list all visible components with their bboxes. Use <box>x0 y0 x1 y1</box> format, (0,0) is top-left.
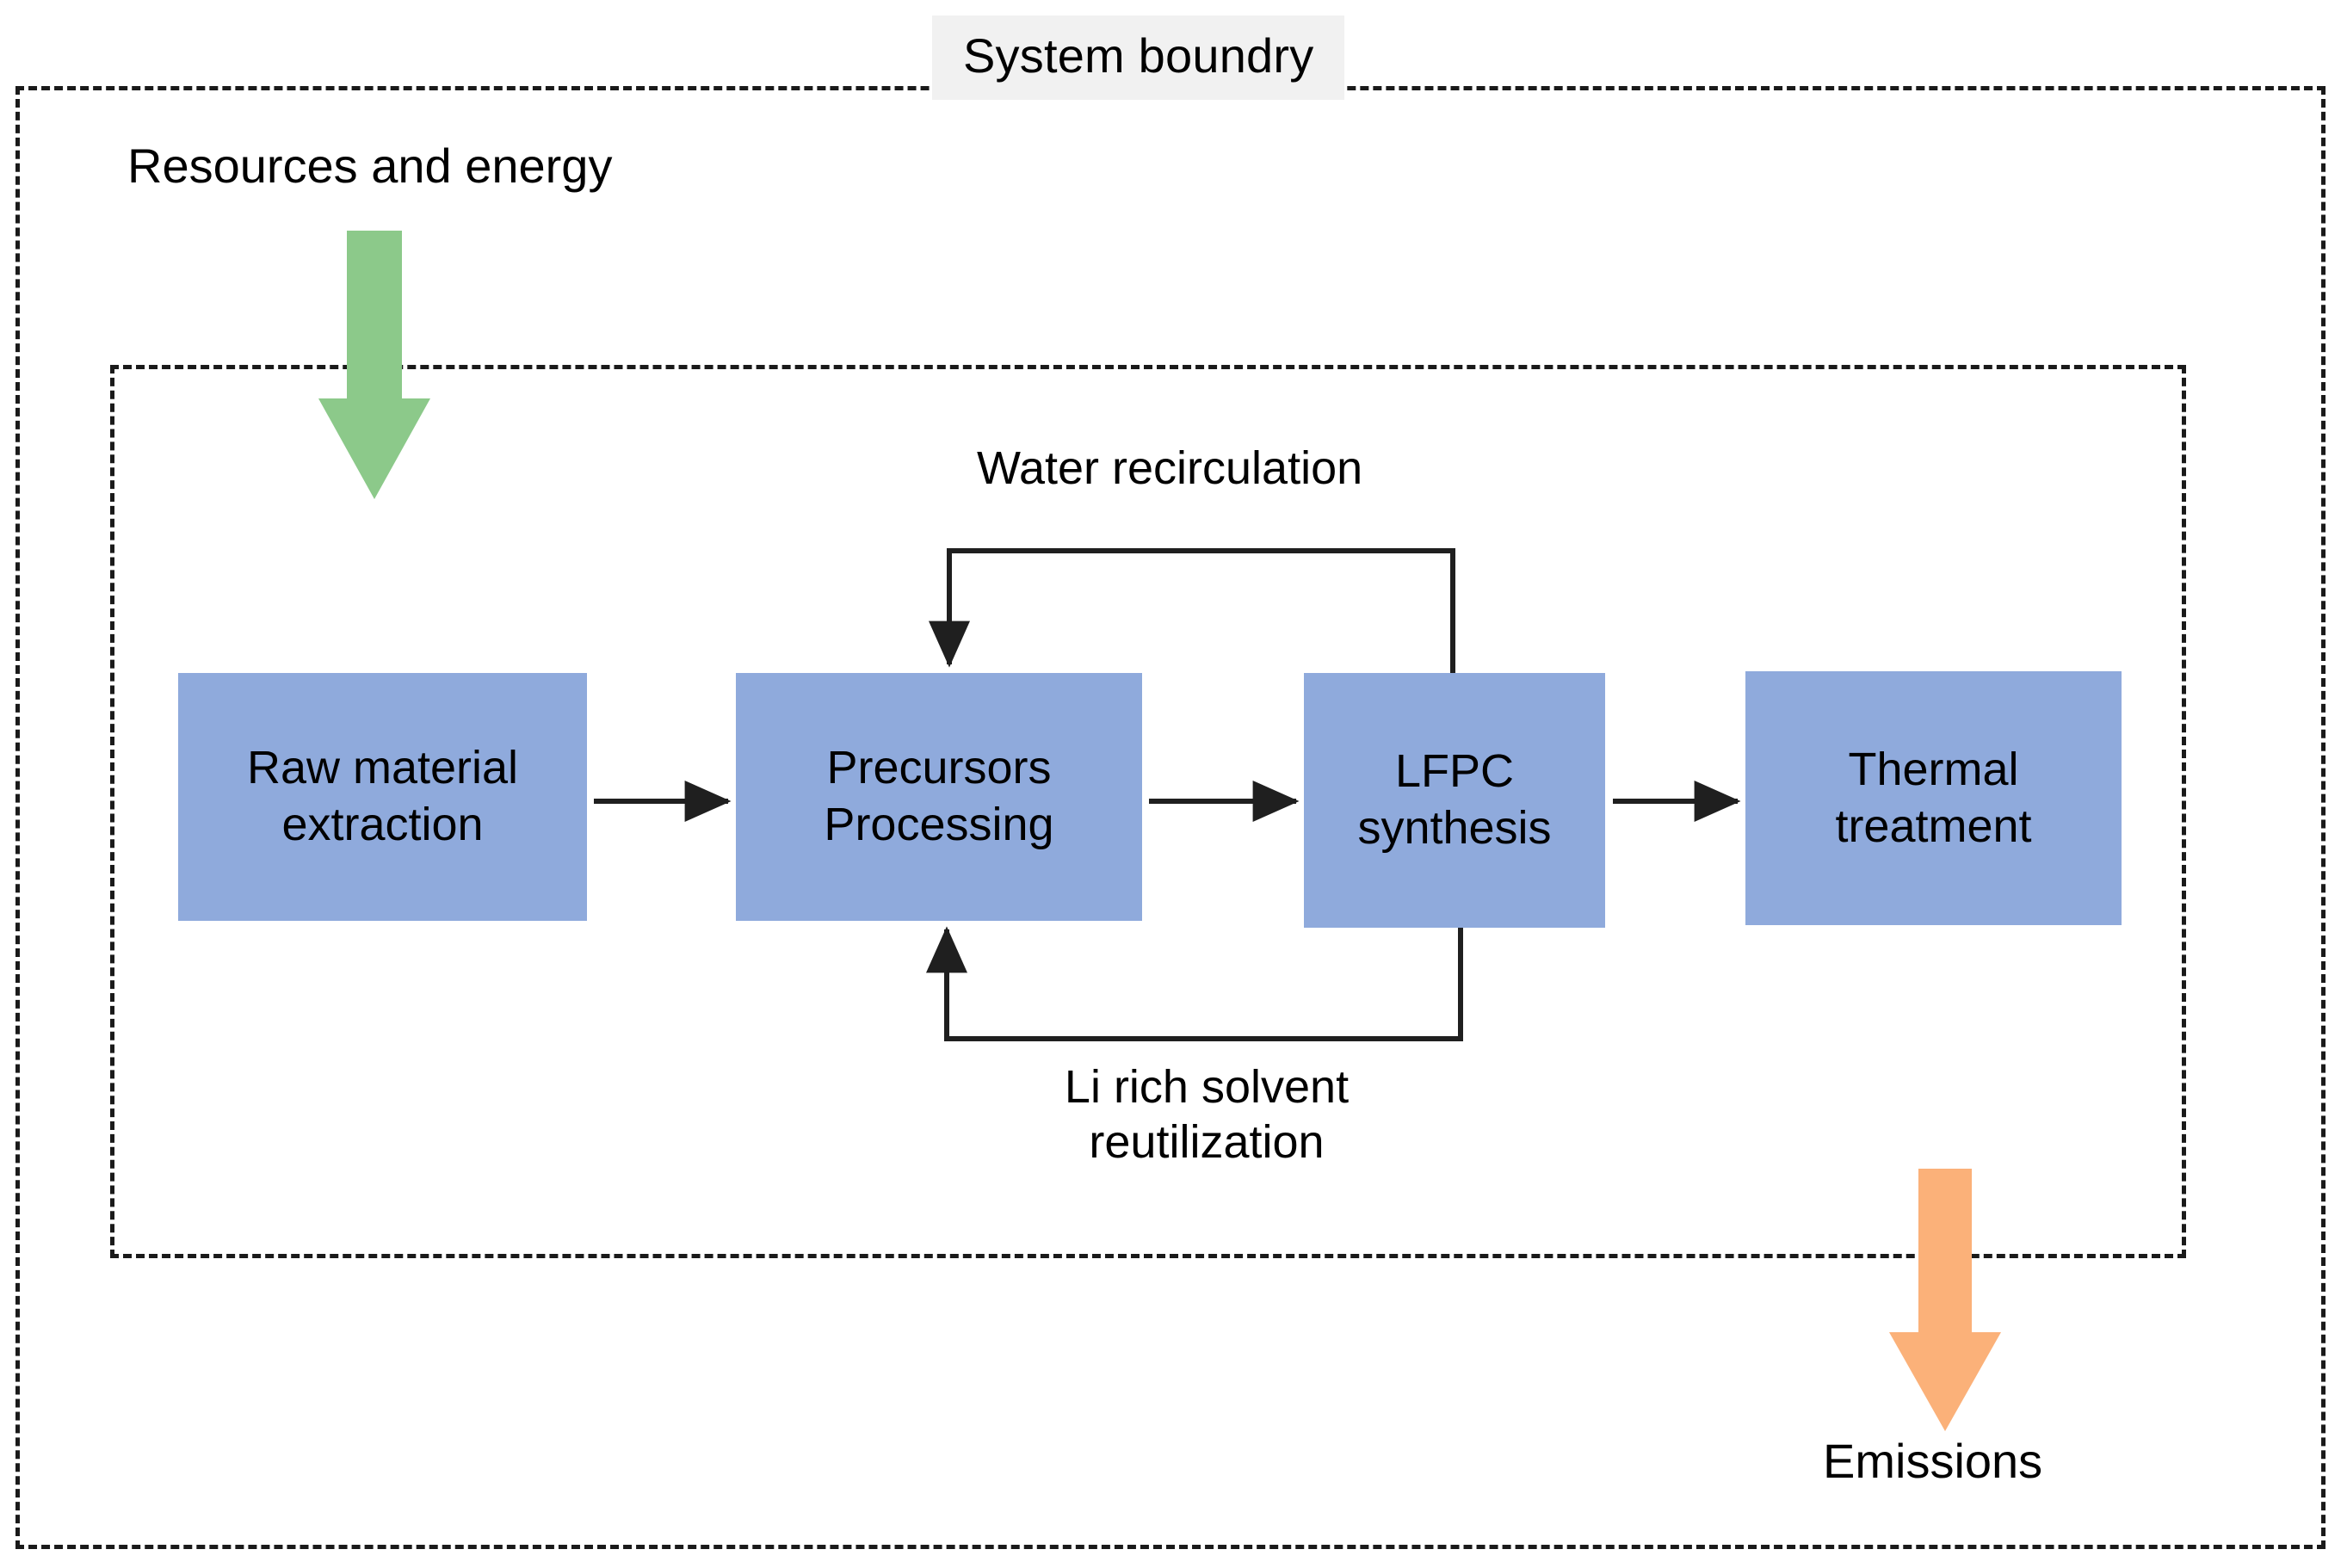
stage-box-precursors-processing[interactable]: Precursors Processing <box>736 673 1142 921</box>
li-solvent-label-line1: Li rich solvent <box>1064 1061 1350 1113</box>
resources-and-energy-arrow <box>318 231 430 499</box>
li-rich-solvent-reutilization-label: Li rich solvent reutilization <box>1043 1060 1370 1170</box>
resources-and-energy-label: Resources and energy <box>127 139 613 193</box>
stage-box-raw-material-extraction[interactable]: Raw material extraction <box>178 673 587 921</box>
stage-label-line2: treatment <box>1835 799 2032 852</box>
system-boundary-title: System boundry <box>932 15 1345 101</box>
water-recirculation-label: Water recirculation <box>977 442 1363 494</box>
stage-box-lfpc-synthesis[interactable]: LFPC synthesis <box>1304 673 1605 928</box>
process-boundary-rect <box>110 365 2186 1258</box>
stage-label-line2: Processing <box>824 799 1054 850</box>
stage-label-line1: Thermal <box>1848 743 2019 795</box>
stage-label-line1: LFPC <box>1394 745 1515 798</box>
stage-label-line1: Precursors <box>826 742 1052 794</box>
stage-label-line2: extraction <box>281 799 484 850</box>
stage-label-line2: synthesis <box>1357 802 1552 854</box>
emissions-label: Emissions <box>1823 1434 2043 1488</box>
stage-label-line1: Raw material <box>246 742 519 794</box>
stage-box-thermal-treatment[interactable]: Thermal treatment <box>1745 671 2122 925</box>
emissions-arrow <box>1889 1169 2001 1431</box>
li-solvent-label-line2: reutilization <box>1089 1115 1325 1168</box>
